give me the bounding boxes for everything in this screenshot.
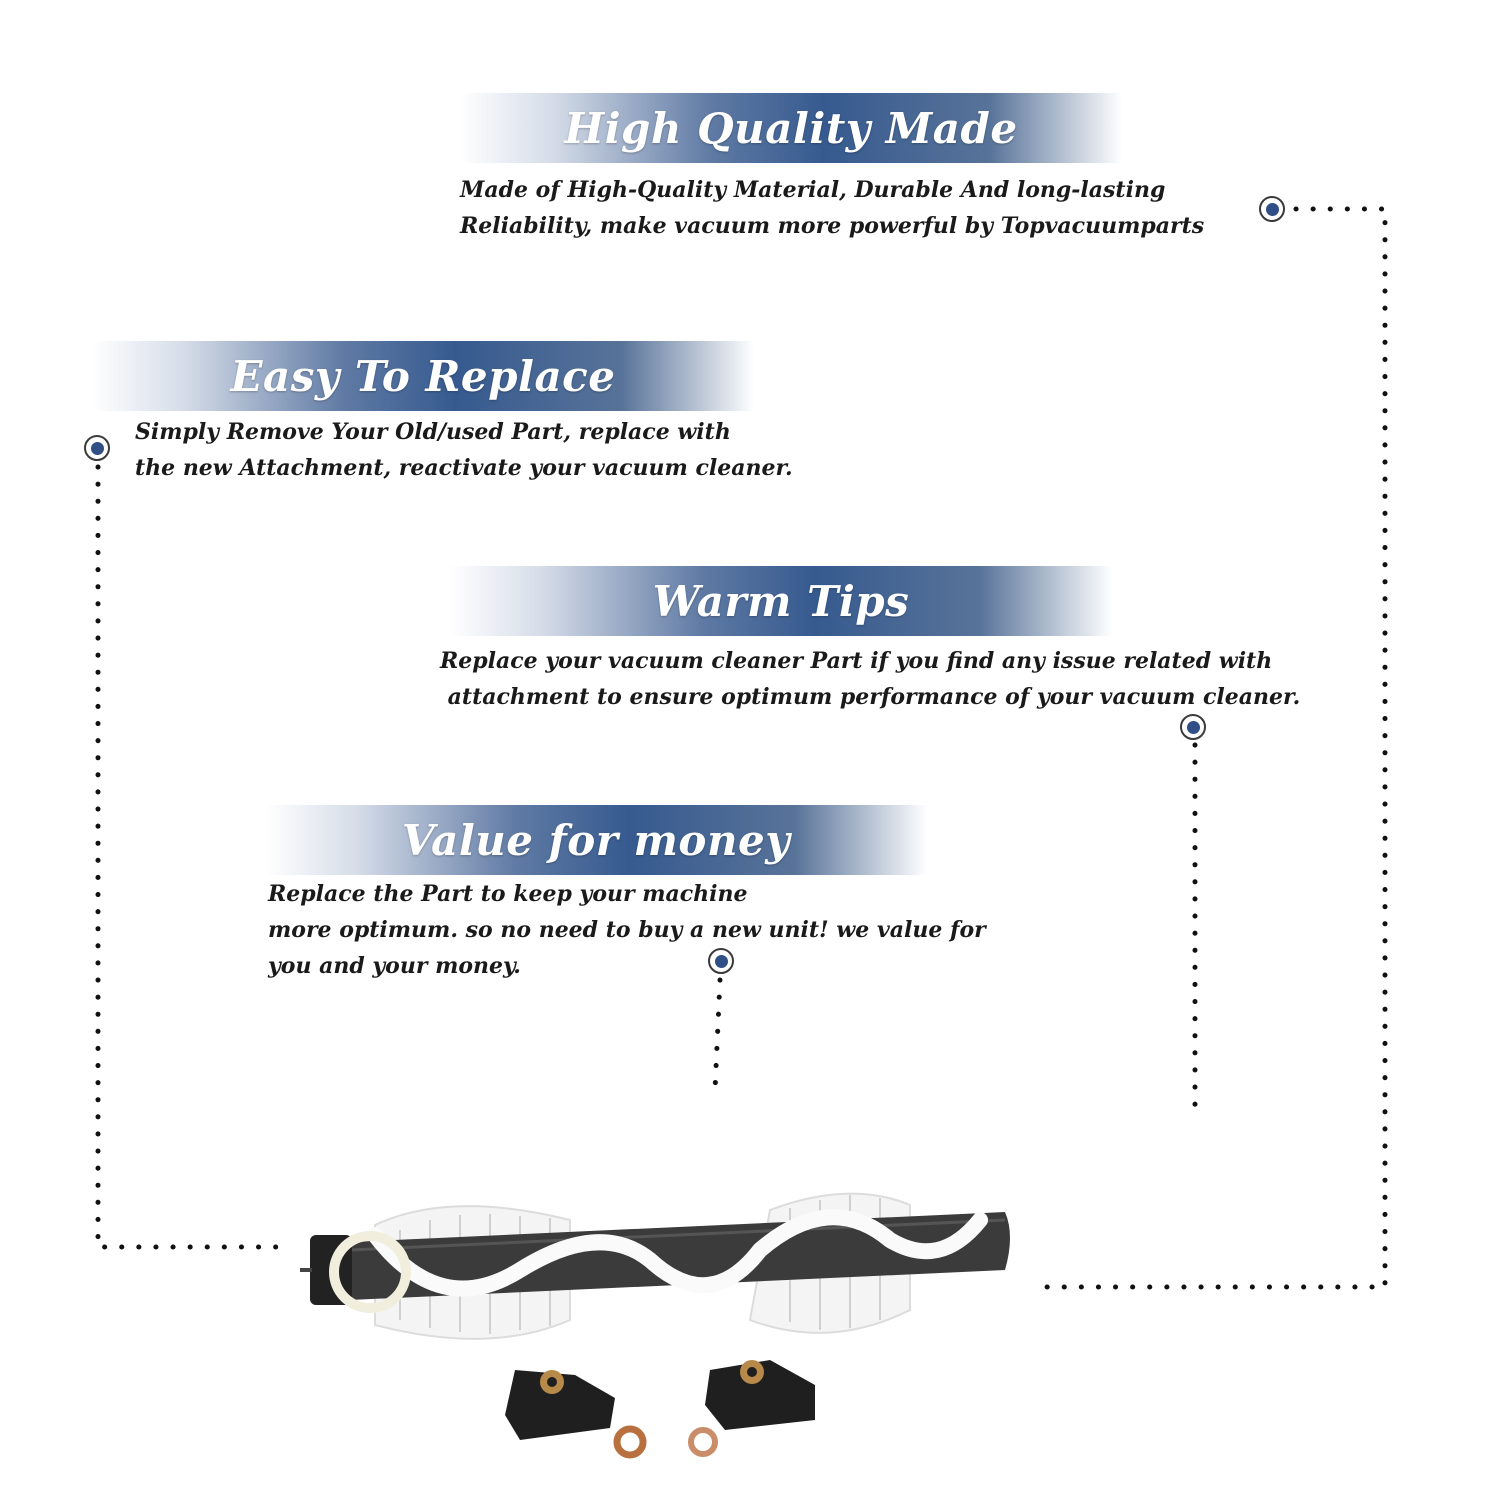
desc-line: more optimum. so no need to buy a new un… xyxy=(268,917,986,943)
end-bearing-left xyxy=(505,1370,615,1440)
connector-high-quality xyxy=(1032,206,1388,1290)
desc-line: you and your money. xyxy=(268,953,521,979)
section-title: Value for money xyxy=(401,815,791,865)
marker-dot-icon xyxy=(708,948,734,974)
washer-left xyxy=(613,1425,647,1459)
brush-roll-product-image xyxy=(300,1192,1010,1459)
desc-line: Replace the Part to keep your machine xyxy=(268,881,748,907)
desc-high-quality: Made of High-Quality Material, Durable A… xyxy=(460,172,1204,244)
desc-line: attachment to ensure optimum performance… xyxy=(440,684,1301,710)
desc-line: Made of High-Quality Material, Durable A… xyxy=(460,177,1166,203)
marker-dot-icon xyxy=(84,435,110,461)
marker-dot-icon xyxy=(1180,714,1206,740)
connector-value xyxy=(712,977,723,1093)
banner-high-quality: High Quality Made xyxy=(460,93,1122,163)
desc-line: Reliability, make vacuum more powerful b… xyxy=(460,213,1205,239)
desc-line: Simply Remove Your Old/used Part, replac… xyxy=(135,419,731,445)
desc-warm-tips: Replace your vacuum cleaner Part if you … xyxy=(440,643,1300,715)
washer-right xyxy=(688,1427,718,1457)
desc-line: the new Attachment, reactivate your vacu… xyxy=(135,455,793,481)
marker-dot-icon xyxy=(1259,196,1285,222)
bristle-strip xyxy=(367,1209,988,1297)
banner-value-money: Value for money xyxy=(265,805,927,875)
desc-easy-replace: Simply Remove Your Old/used Part, replac… xyxy=(135,414,793,486)
connector-easy-replace xyxy=(95,464,293,1250)
banner-warm-tips: Warm Tips xyxy=(450,566,1112,636)
section-title: Warm Tips xyxy=(652,576,910,626)
desc-value-money: Replace the Part to keep your machine mo… xyxy=(268,876,986,984)
desc-line: Replace your vacuum cleaner Part if you … xyxy=(440,648,1273,674)
banner-easy-replace: Easy To Replace xyxy=(92,341,754,411)
section-title: High Quality Made xyxy=(564,103,1018,153)
end-bearing-right xyxy=(705,1360,815,1430)
section-title: Easy To Replace xyxy=(230,351,616,401)
